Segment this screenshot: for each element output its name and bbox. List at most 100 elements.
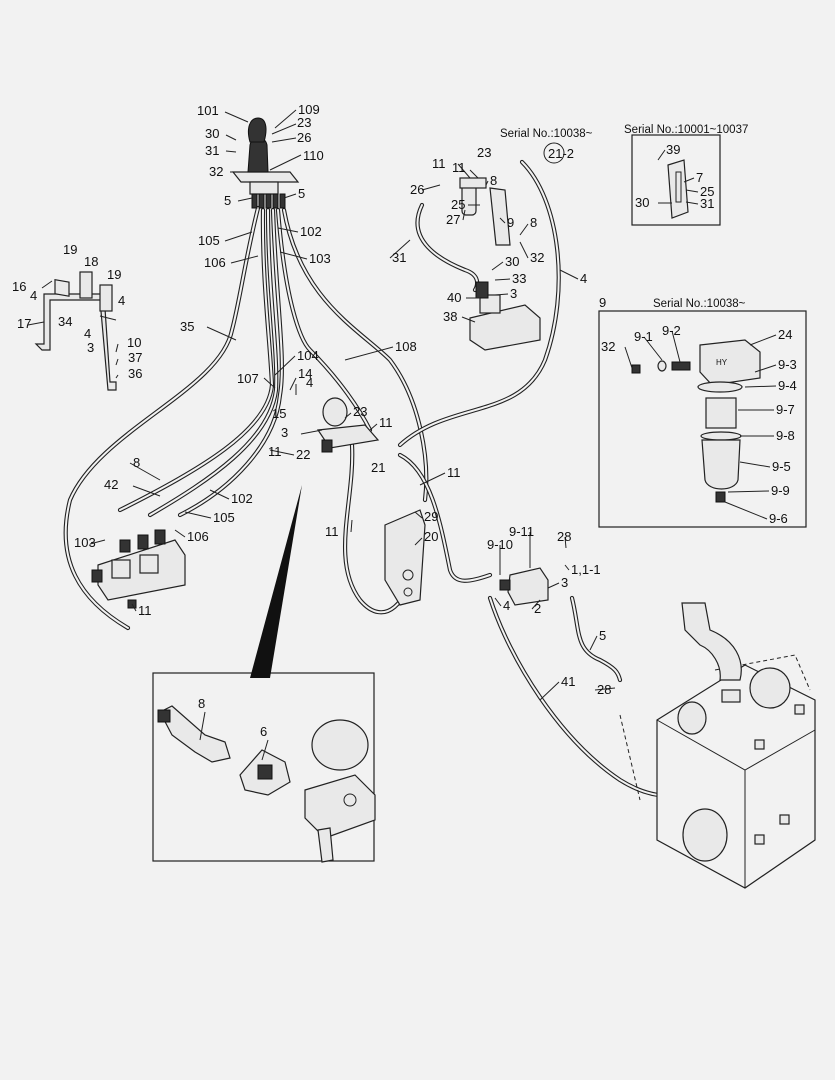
callout-103: 103	[74, 535, 96, 550]
callout-9-7: 9-7	[776, 402, 795, 417]
callout-3: 3	[561, 575, 568, 590]
callout-11: 11	[452, 160, 466, 175]
leader-line	[209, 489, 230, 500]
leader-line	[499, 217, 506, 224]
callout-4: 4	[503, 598, 510, 613]
leader-line	[263, 377, 276, 389]
leader-line	[132, 485, 161, 497]
callout-40: 40	[447, 290, 461, 305]
callout-17: 17	[17, 316, 31, 331]
leader-line	[754, 364, 777, 373]
callout-3: 3	[281, 425, 288, 440]
callout-9: 9	[507, 215, 514, 230]
leader-line	[269, 449, 295, 456]
leader-line	[519, 241, 529, 259]
leader-line	[494, 278, 511, 281]
serial-note-filter: Serial No.:10038~	[653, 298, 746, 310]
leader-line	[559, 269, 579, 280]
filter-group-label: 9	[599, 295, 606, 310]
callout-24: 24	[778, 327, 792, 342]
callout-32: 32	[530, 250, 544, 265]
callout-9-5: 9-5	[772, 459, 791, 474]
callout-4: 4	[580, 271, 587, 286]
callout-102: 102	[300, 224, 322, 239]
leader-line	[389, 239, 411, 259]
callout-33: 33	[512, 271, 526, 286]
callout-7: 7	[696, 170, 703, 185]
leader-line	[283, 193, 297, 199]
callout-9-6: 9-6	[769, 511, 788, 526]
leader-line	[99, 315, 117, 321]
callout-10: 10	[127, 335, 141, 350]
callout-21-2: 21-2	[548, 146, 574, 161]
leader-line	[539, 681, 560, 701]
callout-4: 4	[30, 288, 37, 303]
filter-brand-mark: HY	[716, 358, 728, 367]
callout-9-1: 9-1	[634, 329, 653, 344]
leader-line	[727, 490, 770, 493]
leader-line	[27, 321, 45, 326]
callout-101: 101	[197, 103, 219, 118]
callout-106: 106	[204, 255, 226, 270]
tank-hose-dash	[619, 714, 641, 801]
callout-5: 5	[224, 193, 231, 208]
leader-line	[462, 209, 466, 221]
callout-24: 24	[0, 0, 14, 3]
serial-note-old-bracket: Serial No.:10001~10037	[624, 124, 748, 136]
leader-line	[279, 251, 308, 260]
callout-15: 15	[272, 406, 286, 421]
hydraulic-tank	[656, 602, 816, 889]
leader-line	[174, 529, 186, 538]
bracket-detail-box	[631, 134, 721, 226]
callout-42: 42	[104, 477, 118, 492]
leader-line	[469, 169, 479, 179]
leader-line	[624, 346, 633, 369]
callout-9-4: 9-4	[778, 378, 797, 393]
callout-8: 8	[530, 215, 537, 230]
callout-26: 26	[410, 182, 424, 197]
callout-11: 11	[379, 415, 393, 430]
callout-103: 103	[309, 251, 331, 266]
callout-30: 30	[205, 126, 219, 141]
callout-37: 37	[128, 350, 142, 365]
callout-32: 32	[601, 339, 615, 354]
callout-109: 109	[298, 102, 320, 117]
callout-6: 6	[260, 724, 267, 739]
callout-8: 8	[198, 696, 205, 711]
callout-16: 16	[12, 279, 26, 294]
callout-9-8: 9-8	[776, 428, 795, 443]
callout-5: 5	[298, 186, 305, 201]
callout-34: 34	[58, 314, 72, 329]
serial-note-main: Serial No.:10038~	[500, 128, 593, 140]
callout-21: 21	[371, 460, 385, 475]
leader-line	[564, 564, 570, 571]
leader-line	[421, 184, 441, 191]
callout-28: 28	[557, 529, 571, 544]
callout-18: 18	[84, 254, 98, 269]
callout-23: 23	[353, 404, 367, 419]
callout-23: 23	[297, 115, 311, 130]
leader-line	[271, 137, 297, 143]
callout-108: 108	[395, 339, 417, 354]
callout-20: 20	[424, 529, 438, 544]
callout-25: 25	[700, 184, 714, 199]
callout-9-9: 9-9	[771, 483, 790, 498]
callout-31: 31	[700, 196, 714, 211]
leader-line	[685, 201, 699, 205]
bracket-detail-part	[667, 159, 689, 219]
leader-line	[271, 123, 297, 135]
leader-line	[115, 374, 119, 379]
leader-line	[683, 177, 695, 183]
callout-21-1: 21-1	[0, 0, 26, 3]
leader-line	[643, 336, 663, 361]
leader-lines	[27, 109, 777, 761]
leader-line	[685, 189, 699, 193]
leader-line	[225, 150, 237, 153]
callout-11: 11	[325, 524, 339, 539]
callout-41: 41	[561, 674, 575, 689]
callout-3: 3	[510, 286, 517, 301]
callout-28: 28	[597, 682, 611, 697]
leader-line	[419, 472, 446, 486]
callout-25: 25	[451, 197, 465, 212]
leader-line	[739, 461, 771, 468]
